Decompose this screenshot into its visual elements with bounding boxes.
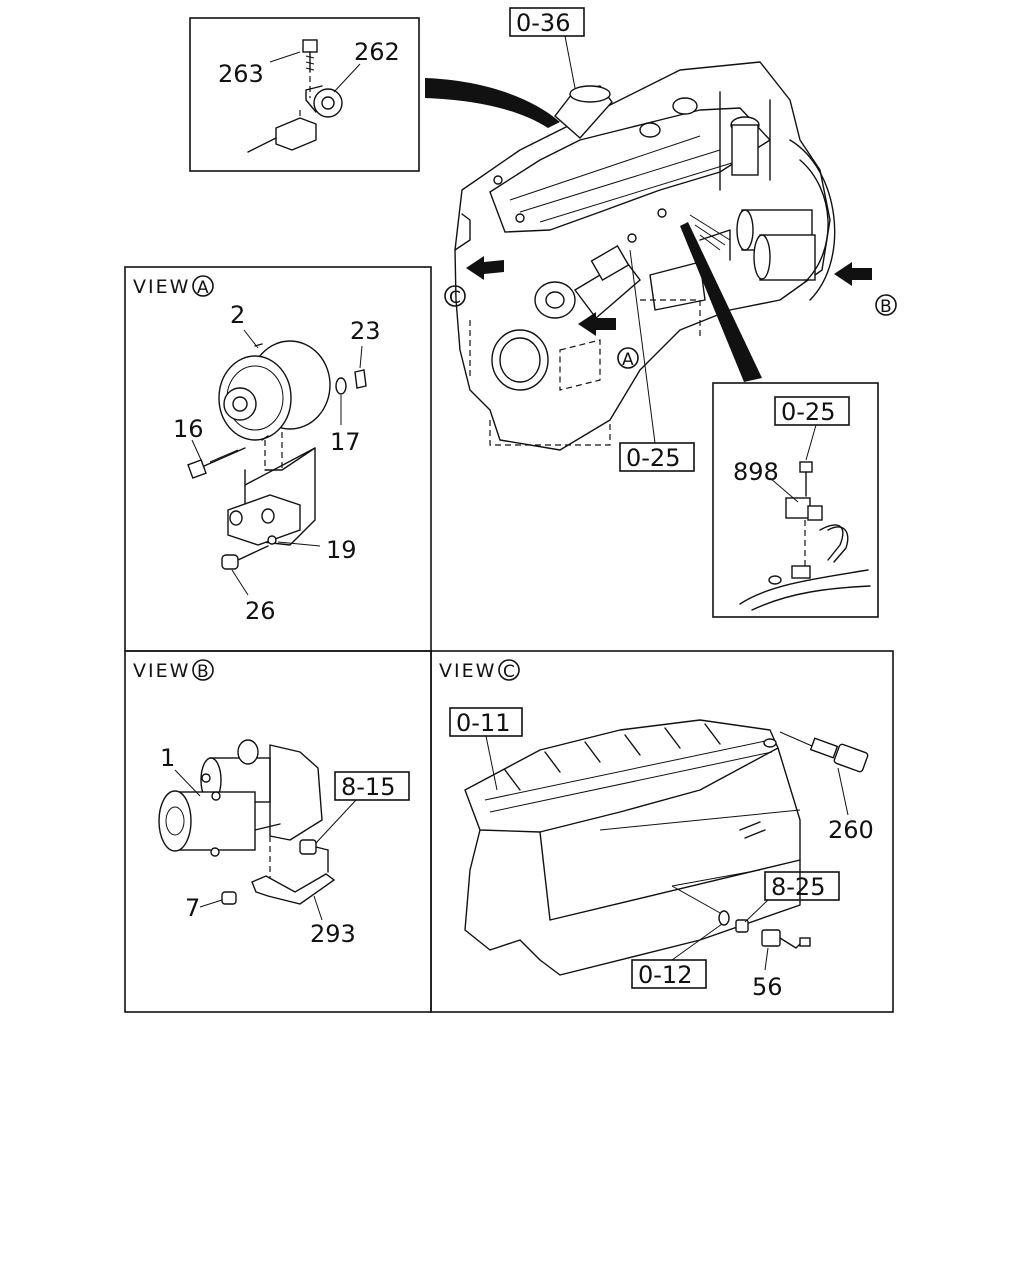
arrow-view-a	[578, 312, 616, 336]
ref-0-25-main: 0-25	[626, 444, 680, 472]
part-260: 260	[828, 816, 874, 844]
arrow-view-c	[466, 256, 504, 280]
ref-0-36: 0-36	[516, 9, 570, 37]
callout-b: B	[880, 297, 892, 317]
view-a-label: VIEW	[133, 276, 190, 298]
arrow-view-b	[834, 262, 872, 286]
detail-clamp-drawing	[247, 39, 343, 153]
view-a-frame	[124, 266, 432, 652]
cylinder-head-drawing	[464, 719, 801, 976]
ref-0-25-detail: 0-25	[781, 398, 835, 426]
view-c-letter: C	[503, 662, 515, 682]
detail-switch-drawing	[739, 461, 871, 611]
part-7: 7	[185, 894, 200, 922]
wedge-arrow-right	[680, 222, 762, 382]
part-2: 2	[230, 301, 245, 329]
callout-c: C	[449, 288, 461, 308]
ref-8-15: 8-15	[341, 773, 395, 801]
part-1: 1	[160, 744, 175, 772]
view-c-label: VIEW	[439, 660, 496, 682]
ref-8-25: 8-25	[771, 873, 825, 901]
callout-a: A	[622, 350, 634, 370]
detail-frame-right	[712, 382, 879, 618]
part-19: 19	[326, 536, 357, 564]
engine-main-drawing	[454, 61, 836, 451]
ref-0-11: 0-11	[456, 709, 510, 737]
view-b-label: VIEW	[133, 660, 190, 682]
part-16: 16	[173, 415, 204, 443]
view-b-letter: B	[197, 662, 209, 682]
part-56: 56	[752, 973, 783, 1001]
view-c-frame	[430, 650, 894, 1013]
detail-frame-top	[189, 17, 420, 172]
part-898: 898	[733, 458, 779, 486]
part-26: 26	[245, 597, 276, 625]
swoosh-arrow-top	[425, 78, 560, 128]
ref-0-12: 0-12	[638, 961, 692, 989]
alternator-drawing	[187, 340, 367, 570]
part-262: 262	[354, 38, 400, 66]
view-a-letter: A	[197, 278, 209, 298]
part-23: 23	[350, 317, 381, 345]
starter-drawing	[158, 739, 336, 905]
part-293: 293	[310, 920, 356, 948]
part-17: 17	[330, 428, 361, 456]
part-263: 263	[218, 60, 264, 88]
sensor-56-drawing	[671, 869, 811, 949]
sensor-260-drawing	[779, 731, 869, 773]
